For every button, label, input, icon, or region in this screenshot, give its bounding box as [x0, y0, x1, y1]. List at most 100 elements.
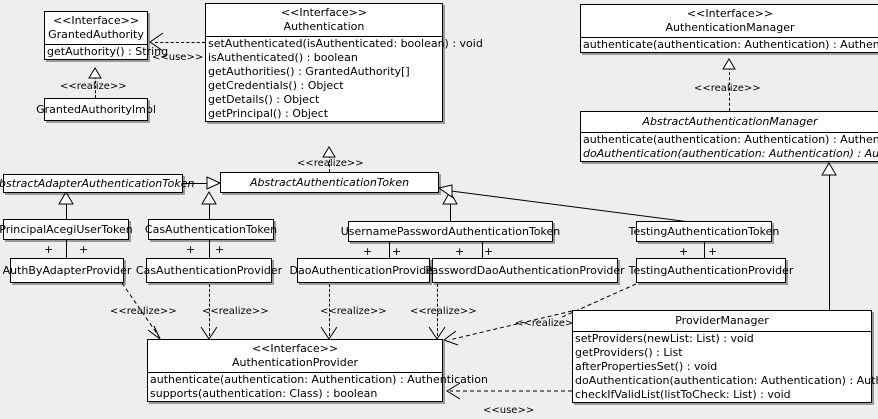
class-abstract-authentication-manager[interactable]: AbstractAuthenticationManager authentica… [580, 111, 878, 162]
generalization-line-principalacegiusertoken [66, 200, 67, 219]
class-header-granted-authority: <<Interface>> GrantedAuthority [45, 12, 147, 44]
realize-line-passworddaoauthenticationprovider [437, 284, 438, 336]
stereotype-label: <<Interface>> [280, 6, 368, 19]
class-auth-by-adapter-provider[interactable]: AuthByAdapterProvider [3, 258, 131, 283]
operations-compartment: authenticate(authentication: Authenticat… [581, 132, 878, 161]
generalization-line-casauthenticationtoken [209, 200, 210, 219]
class-cas-authentication-token[interactable]: CasAuthenticationToken [145, 219, 277, 240]
class-name-label: PrincipalAcegiUserToken [0, 222, 133, 236]
association-line-testing-token-provider [704, 242, 705, 258]
operation-item: authenticate(authentication: Authenticat… [583, 38, 878, 51]
multiplicity-marker: + [363, 245, 373, 258]
class-header-provider-manager: ProviderManager [573, 311, 871, 331]
relation-label-realize-abstractauthenticationtoken: <<realize>> [297, 158, 364, 169]
class-name-label: ProviderManager [675, 314, 769, 327]
class-name-label: CasAuthenticationToken [144, 222, 278, 236]
class-name-label: AuthByAdapterProvider [2, 263, 132, 277]
class-name-label: GrantedAuthority [48, 28, 144, 41]
association-line-principalacegi-authbyadapter [66, 240, 67, 258]
class-authentication-manager[interactable]: <<Interface>> AuthenticationManager auth… [580, 4, 878, 53]
realize-line-casauthenticationprovider [209, 284, 210, 336]
operation-item: getProviders() : List [575, 346, 683, 359]
class-name-label: UsernamePasswordAuthenticationToken [340, 224, 561, 238]
operation-item: getDetails() : Object [208, 93, 320, 106]
class-name-label: DaoAuthenticationProvider [289, 263, 438, 277]
realize-line-grantedauthorityimpl [95, 76, 96, 98]
class-granted-authority[interactable]: <<Interface>> GrantedAuthority getAuthor… [44, 11, 169, 60]
stereotype-label: <<Interface>> [251, 342, 339, 355]
operation-item: getPrincipal() : Object [208, 107, 329, 120]
operations-compartment: getAuthority() : String [45, 44, 169, 59]
class-name-label: AuthenticationManager [665, 21, 795, 34]
multiplicity-marker: + [392, 245, 402, 258]
relation-label-realize-daoauthenticationprovider: <<realize>> [320, 306, 387, 317]
stereotype-label: <<Interface>> [686, 7, 774, 20]
class-header-authentication-manager: <<Interface>> AuthenticationManager [581, 5, 878, 37]
class-cas-authentication-provider[interactable]: CasAuthenticationProvider [136, 258, 282, 283]
class-provider-manager[interactable]: ProviderManager setProviders(newList: Li… [572, 310, 878, 403]
operations-compartment: authenticate(authentication: Authenticat… [148, 372, 488, 401]
class-principal-acegi-user-token[interactable]: PrincipalAcegiUserToken [0, 219, 133, 240]
class-name-label: AbstractAdapterAuthenticationToken [0, 176, 195, 190]
multiplicity-marker: + [44, 243, 54, 256]
class-name-label: CasAuthenticationProvider [135, 263, 283, 277]
relation-label-use-authentication-grantedauthority: <<use>> [152, 52, 204, 63]
operation-item: getAuthorities() : GrantedAuthority[] [208, 65, 410, 78]
multiplicity-marker: + [79, 243, 89, 256]
operation-item: doAuthentication(authentication: Authent… [575, 374, 878, 387]
generalization-line-usernamepasswordauthenticationtoken [450, 200, 451, 222]
operations-compartment: authenticate(authentication: Authenticat… [581, 37, 878, 52]
class-testing-authentication-token[interactable]: TestingAuthenticationToken [629, 221, 779, 242]
class-name-label: PasswordDaoAuthenticationProvider [425, 263, 625, 277]
multiplicity-marker: + [215, 243, 225, 256]
realize-line-abstractauthenticationmanager [729, 67, 730, 111]
association-line-username-dao [389, 242, 390, 258]
stereotype-label: <<Interface>> [52, 14, 140, 27]
operation-item: authenticate(authentication: Authenticat… [583, 133, 878, 146]
class-name-label: TestingAuthenticationProvider [628, 263, 794, 277]
multiplicity-marker: + [484, 245, 494, 258]
multiplicity-marker: + [679, 245, 689, 258]
operation-item: setAuthenticated(isAuthenticated: boolea… [208, 37, 483, 50]
class-name-label: Authentication [283, 20, 365, 33]
class-name-label: AuthenticationProvider [231, 356, 359, 369]
relation-label-realize-casauthenticationprovider: <<realize>> [202, 306, 269, 317]
operation-item: doAuthentication(authentication: Authent… [583, 147, 878, 160]
class-authentication[interactable]: <<Interface>> Authentication setAuthenti… [205, 3, 483, 122]
operations-compartment: setAuthenticated(isAuthenticated: boolea… [206, 36, 483, 121]
operation-item: afterPropertiesSet() : void [575, 360, 718, 373]
operation-item: authenticate(authentication: Authenticat… [150, 373, 488, 386]
class-name-label: GrantedAuthorityImpl [36, 102, 156, 116]
class-authentication-provider[interactable]: <<Interface>> AuthenticationProvider aut… [147, 339, 488, 402]
use-line-authentication-grantedauthority [155, 42, 205, 43]
class-abstract-authentication-token[interactable]: AbstractAuthenticationToken [220, 172, 439, 193]
class-dao-authentication-provider[interactable]: DaoAuthenticationProvider [290, 258, 438, 283]
relation-label-realize-abstractauthenticationmanager: <<realize>> [694, 83, 761, 94]
operation-item: getCredentials() : Object [208, 79, 344, 92]
multiplicity-marker: + [708, 245, 718, 258]
association-line-username-passworddao [482, 242, 483, 258]
class-name-label: AbstractAuthenticationToken [249, 175, 410, 189]
class-testing-authentication-provider[interactable]: TestingAuthenticationProvider [629, 258, 793, 283]
class-header-abstract-authentication-manager: AbstractAuthenticationManager [581, 112, 878, 132]
operation-item: isAuthenticated() : boolean [208, 51, 358, 64]
relation-label-realize-grantedauthorityimpl: <<realize>> [60, 81, 127, 92]
operation-item: setProviders(newList: List) : void [575, 332, 754, 345]
class-header-authentication-provider: <<Interface>> AuthenticationProvider [148, 340, 442, 372]
operation-item: supports(authentication: Class) : boolea… [150, 387, 378, 400]
class-password-dao-authentication-provider[interactable]: PasswordDaoAuthenticationProvider [425, 258, 625, 283]
operations-compartment: setProviders(newList: List) : void getPr… [573, 331, 878, 402]
relation-label-use-providermanager-authenticationprovider: <<use>> [483, 405, 535, 416]
class-username-password-authentication-token[interactable]: UsernamePasswordAuthenticationToken [341, 221, 560, 242]
class-name-label: TestingAuthenticationToken [628, 224, 780, 238]
realize-line-daoauthenticationprovider [329, 284, 330, 336]
multiplicity-marker: + [455, 245, 465, 258]
class-granted-authority-impl[interactable]: GrantedAuthorityImpl [36, 98, 156, 121]
operation-item: checkIfValidList(listToCheck: List) : vo… [575, 388, 791, 401]
class-header-authentication: <<Interface>> Authentication [206, 4, 442, 36]
operation-item: getAuthority() : String [47, 45, 169, 58]
relation-label-realize-passworddaoauthenticationprovider: <<realize>> [410, 306, 477, 317]
generalization-line-adaptertoken [183, 183, 207, 184]
class-abstract-adapter-authentication-token[interactable]: AbstractAdapterAuthenticationToken [0, 174, 194, 193]
